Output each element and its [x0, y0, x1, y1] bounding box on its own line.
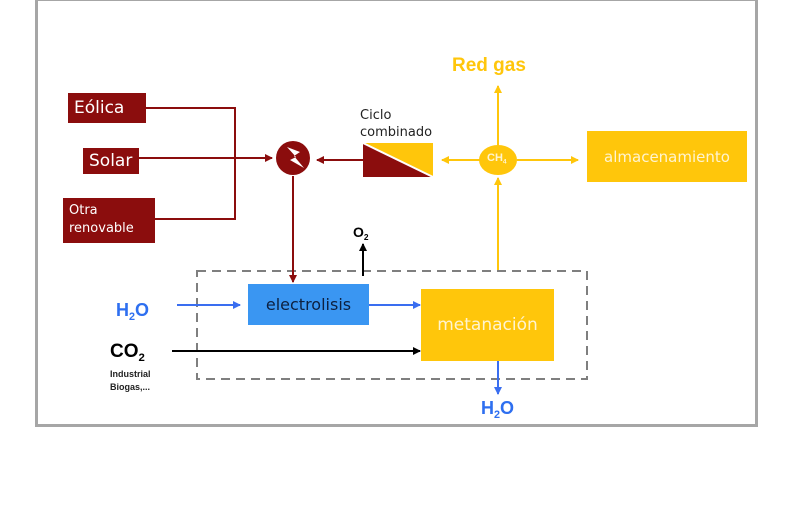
- ch4-node: [479, 145, 517, 175]
- storage-box: almacenamiento: [587, 131, 747, 182]
- o2-base: O: [353, 224, 364, 240]
- co2-sources-label: Industrial Biogas,...: [110, 368, 151, 394]
- source-otra-label-2: renovable: [69, 221, 134, 236]
- methanation-label: metanación: [437, 315, 538, 335]
- methanation-box: metanación: [421, 289, 554, 361]
- ch4-label: CH4: [487, 152, 507, 165]
- power-node: [276, 141, 310, 175]
- electrolysis-label: electrolisis: [265, 295, 352, 314]
- co2-sources-line2: Biogas,...: [110, 382, 151, 392]
- ciclo-label-line2: combinado: [360, 125, 433, 140]
- source-eolica: Eólica: [68, 93, 146, 123]
- source-otra-label-1: Otra: [69, 203, 98, 218]
- source-solar: Solar: [83, 148, 139, 174]
- co2-base: CO: [110, 341, 139, 362]
- h2o-out-label: H2O: [481, 398, 514, 421]
- source-eolica-label: Eólica: [74, 98, 125, 118]
- process-boundary: [196, 270, 588, 380]
- renewable-bus: [139, 107, 273, 220]
- co2-label: CO2: [110, 341, 145, 364]
- electrolysis-box: electrolisis: [248, 284, 369, 325]
- source-otra-renovable: Otra renovable: [63, 198, 155, 243]
- h2o-in-label: H2O: [116, 300, 149, 323]
- storage-label: almacenamiento: [604, 147, 730, 166]
- h2o-in-base: H: [116, 300, 129, 320]
- o2-sub: 2: [363, 231, 369, 242]
- gas-network-label: Red gas: [452, 55, 526, 76]
- ch4-base: CH: [487, 152, 503, 164]
- ciclo-combinado-label: Ciclo combinado: [360, 107, 432, 141]
- co2-sub: 2: [138, 351, 145, 364]
- ch4-sub: 4: [502, 158, 507, 166]
- h2o-out-base: H: [481, 398, 494, 418]
- co2-sources-line1: Industrial: [110, 369, 151, 379]
- h2o-out-tail: O: [500, 398, 515, 418]
- ciclo-combinado-box: [362, 142, 434, 178]
- ciclo-label-line1: Ciclo: [360, 108, 392, 123]
- h2o-in-tail: O: [135, 300, 150, 320]
- lightning-icon: [287, 147, 304, 168]
- diagram-frame: [35, 0, 758, 427]
- h2o-in-sub: 2: [129, 310, 136, 323]
- h2o-out-sub: 2: [494, 408, 501, 421]
- o2-label: O2: [353, 224, 369, 242]
- source-solar-label: Solar: [89, 151, 133, 171]
